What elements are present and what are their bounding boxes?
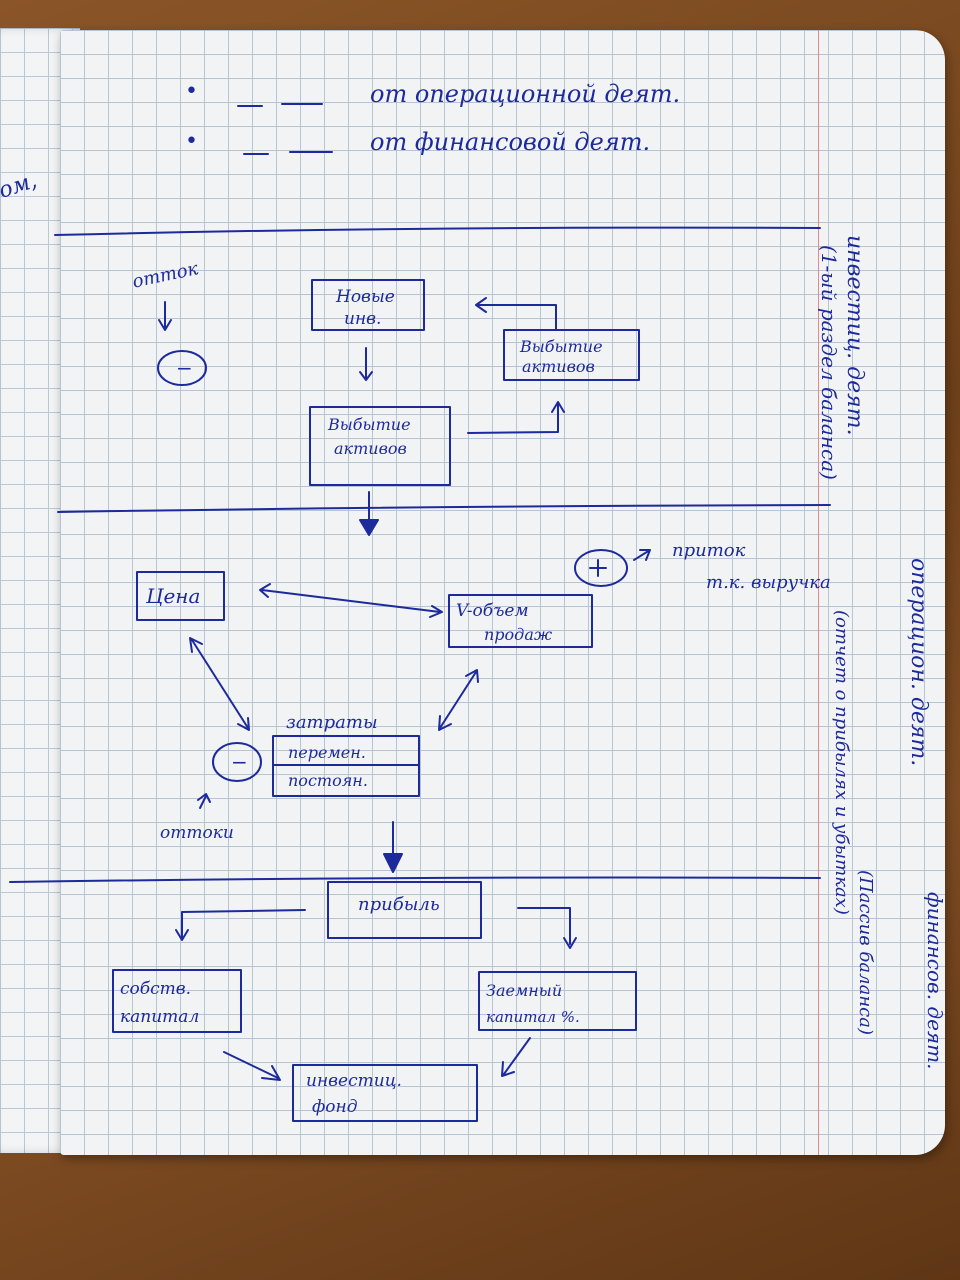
box-equity	[112, 969, 242, 1033]
section-divider	[57, 504, 831, 513]
box-borrowed-capital	[478, 971, 637, 1031]
list-item-financial: от финансовой деят.	[370, 128, 650, 156]
bullet: •	[185, 129, 198, 154]
box-fund-label: инвестиц.	[306, 1071, 402, 1091]
box-disposal-center-label: Выбытие	[327, 415, 411, 434]
box-borrowed-label: Заемный	[486, 981, 562, 1000]
costs-fixed: постоян.	[288, 771, 368, 790]
inflow-label: приток	[672, 540, 746, 561]
box-price	[136, 571, 225, 621]
side-note-finance: (Пассив баланса)	[855, 870, 876, 1035]
box-sales-volume	[448, 594, 593, 648]
box-new-label: Новые	[335, 287, 395, 307]
box-disposal-center	[309, 406, 451, 486]
plus-circle	[574, 549, 628, 587]
bullet: •	[185, 79, 198, 104]
box-profit	[327, 881, 482, 939]
minus-circle	[157, 350, 207, 386]
box-profit-label: прибыль	[358, 894, 440, 915]
outflow-label: отток	[131, 258, 201, 292]
notebook-page	[60, 30, 945, 1155]
red-margin-line	[818, 30, 819, 1155]
outflows-label: оттоки	[160, 823, 234, 843]
box-fund-label: фонд	[312, 1097, 358, 1117]
section-divider	[54, 226, 821, 236]
box-new-label: инв.	[344, 309, 381, 329]
box-equity-label: капитал	[120, 1007, 199, 1027]
costs-variable: перемен.	[288, 743, 366, 762]
box-disposal-right-label: активов	[522, 357, 595, 376]
minus-sign: −	[231, 750, 248, 774]
side-note-operating: (отчет о прибылях и убытках)	[831, 610, 852, 915]
side-label-operating: операцион. деят.	[906, 558, 931, 766]
inflow-note: т.к. выручка	[706, 572, 831, 593]
list-item-operating: от операционной деят.	[370, 80, 680, 108]
box-disposal-right	[503, 329, 640, 381]
section-divider	[9, 876, 821, 883]
side-label-finance: финансов. деят.	[923, 892, 947, 1069]
box-investment-fund	[292, 1064, 478, 1122]
minus-circle-costs	[212, 742, 262, 782]
side-note-invest: (1-ый раздел баланса)	[817, 245, 841, 480]
box-volume-label: продаж	[484, 625, 553, 644]
box-price-label: Цена	[145, 584, 200, 608]
costs-label: затраты	[286, 712, 378, 733]
box-new-investments	[311, 279, 425, 331]
box-volume-label: V-объем	[456, 601, 529, 621]
side-label-invest: инвестиц. деят.	[842, 235, 867, 436]
box-borrowed-label: капитал %.	[486, 1008, 580, 1026]
box-disposal-right-label: Выбытие	[519, 337, 603, 356]
minus-sign: −	[176, 356, 193, 380]
box-disposal-center-label: активов	[334, 439, 407, 458]
left-page-fragment: ом,	[0, 168, 40, 204]
box-equity-label: собств.	[120, 979, 191, 999]
